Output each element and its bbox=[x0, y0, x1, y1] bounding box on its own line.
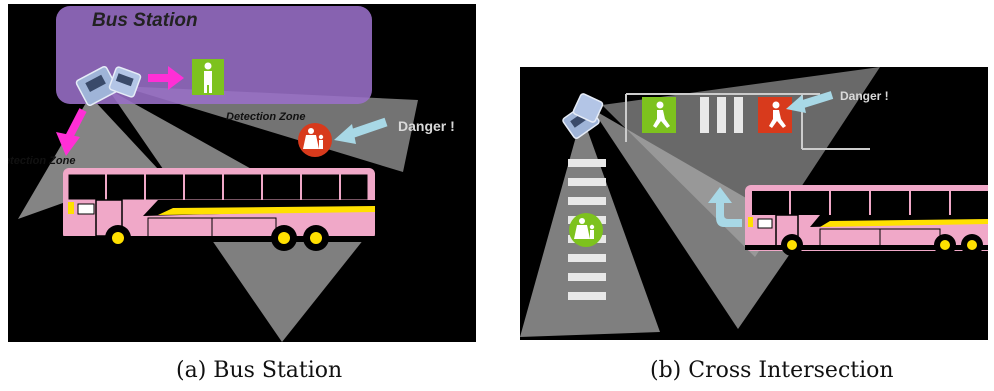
walk-signal-green-icon bbox=[642, 97, 676, 133]
detection-zone-cone-left bbox=[18, 96, 158, 219]
cross-intersection-scene: Danger ! bbox=[520, 67, 988, 340]
panel-bus-station: Bus Station Detection Zone Detection Zon… bbox=[8, 4, 476, 342]
panel-cross-intersection: Danger ! bbox=[520, 67, 988, 340]
security-camera-icon bbox=[562, 93, 604, 140]
bus-station-label: Bus Station bbox=[92, 10, 198, 31]
detection-zone-cone-center bbox=[592, 109, 805, 329]
danger-arrow-icon bbox=[334, 117, 388, 144]
bus-icon bbox=[63, 168, 375, 251]
danger-label: Danger ! bbox=[840, 89, 889, 103]
caption-bus-station: (a) Bus Station bbox=[176, 358, 343, 383]
arrow-right-icon bbox=[148, 66, 184, 90]
detection-zone-label-right: Detection Zone bbox=[226, 111, 305, 123]
child-with-parent-icon bbox=[298, 123, 332, 157]
bus-icon bbox=[745, 185, 988, 256]
security-camera-icon bbox=[75, 65, 142, 107]
caption-cross-intersection: (b) Cross Intersection bbox=[650, 358, 894, 383]
child-with-parent-icon bbox=[569, 213, 603, 247]
danger-arrow-icon bbox=[786, 91, 834, 113]
danger-label: Danger ! bbox=[398, 118, 455, 134]
detection-zone-label-left: Detection Zone bbox=[8, 155, 75, 167]
arrow-down-left-icon bbox=[56, 108, 87, 156]
detection-zone-cone-right bbox=[120, 86, 418, 172]
crosswalk-top bbox=[700, 97, 743, 133]
bus-station-scene: Bus Station Detection Zone Detection Zon… bbox=[8, 4, 476, 342]
walk-signal-red-icon bbox=[758, 97, 792, 133]
turn-arrow-icon bbox=[708, 187, 742, 227]
pedestrian-sign-icon bbox=[192, 59, 224, 95]
